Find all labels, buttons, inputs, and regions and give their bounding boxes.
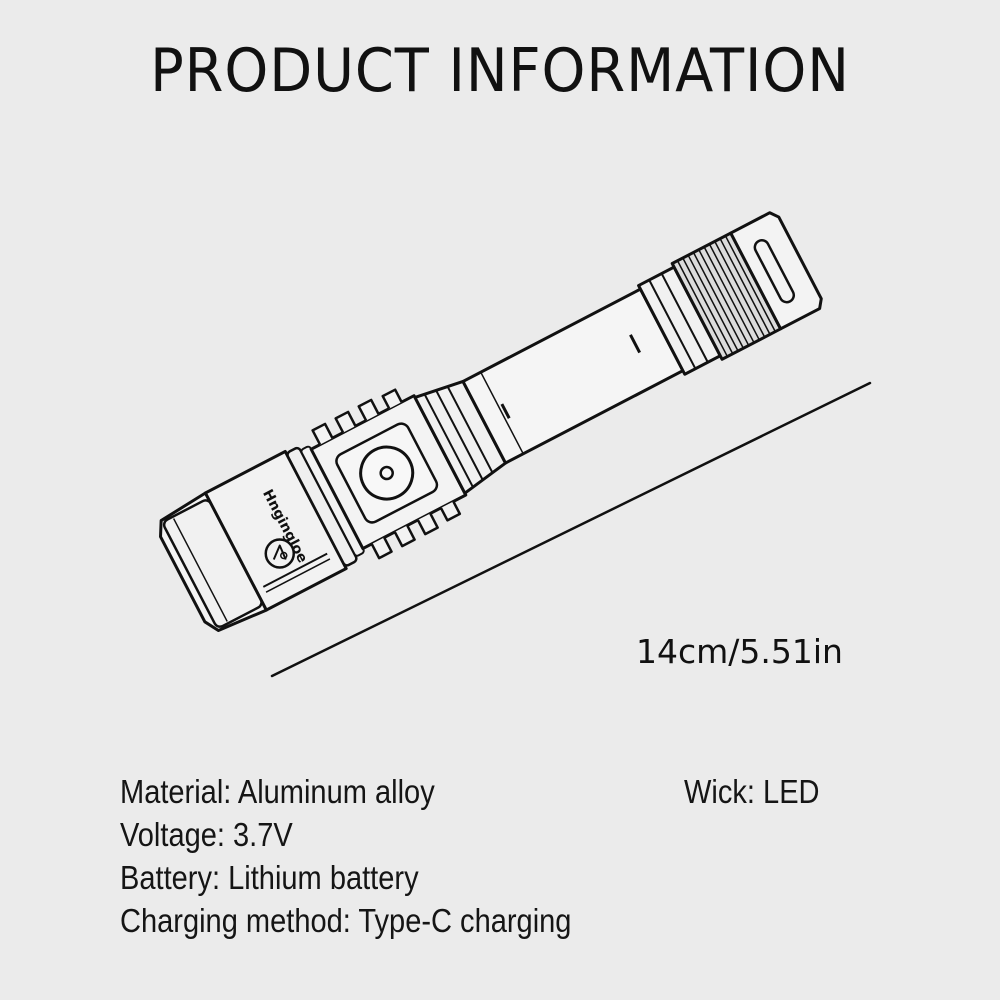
power-button-icon: [359, 445, 415, 501]
spec-row-material: Material: Aluminum alloy Wick: LED: [120, 770, 880, 813]
dimension-label: 14cm/5.51in: [636, 632, 843, 671]
spec-wick: Wick: LED: [684, 773, 820, 810]
page-title: PRODUCT INFORMATION: [150, 36, 850, 106]
dimension-line: [270, 381, 872, 678]
spec-voltage: Voltage: 3.7V: [120, 816, 293, 853]
spec-list: Material: Aluminum alloy Wick: LED Volta…: [120, 770, 880, 942]
flashlight-body: Hngingloe: [159, 211, 823, 633]
spec-row-voltage: Voltage: 3.7V: [120, 813, 880, 856]
spec-material: Material: Aluminum alloy: [120, 773, 435, 810]
spec-row-charging: Charging method: Type-C charging: [120, 899, 880, 942]
brand-logo-icon: [264, 538, 296, 569]
spec-charging: Charging method: Type-C charging: [120, 902, 572, 939]
spec-row-battery: Battery: Lithium battery: [120, 856, 880, 899]
spec-battery: Battery: Lithium battery: [120, 859, 419, 896]
knurling: [676, 235, 776, 357]
